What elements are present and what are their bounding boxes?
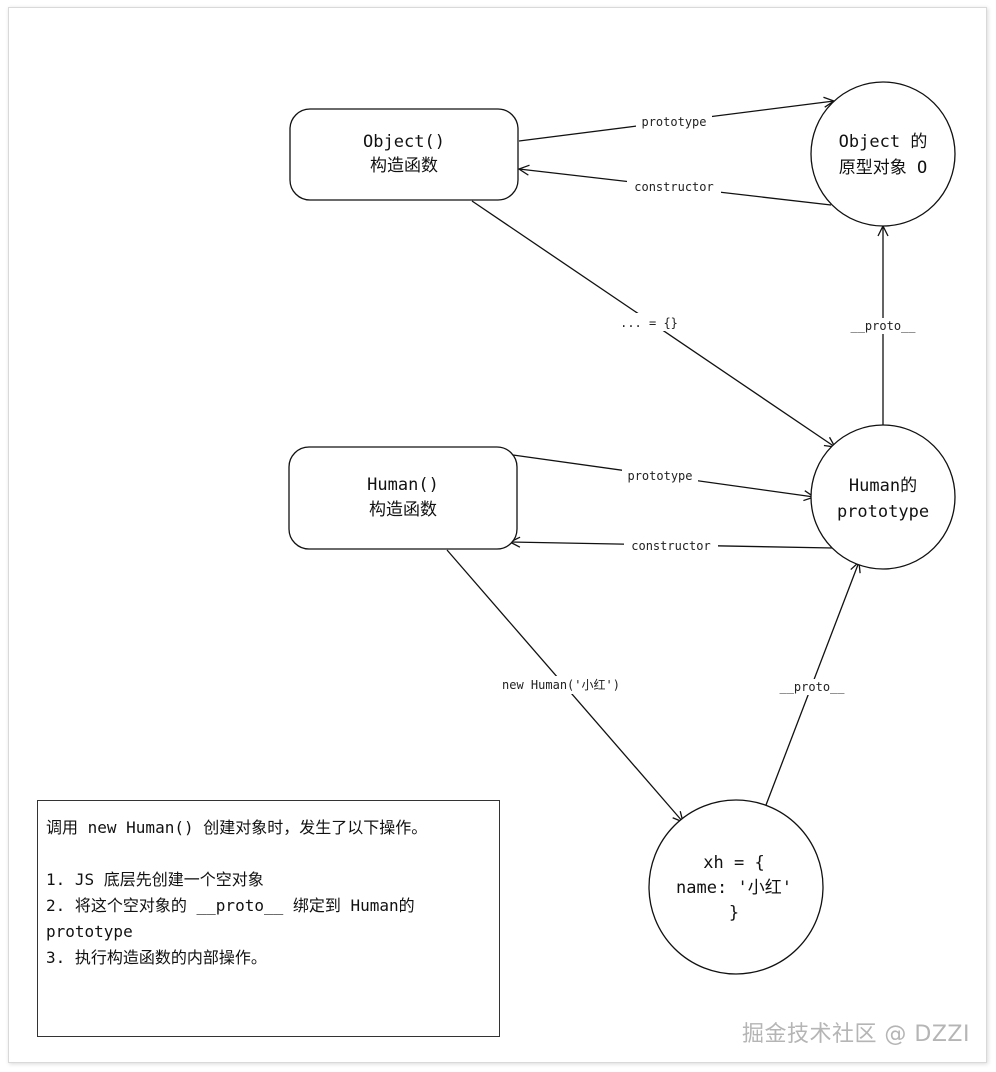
node-object-prototype-line2: 原型对象 O bbox=[839, 158, 927, 178]
note-step-1: 1. JS 底层先创建一个空对象 bbox=[46, 870, 264, 889]
note-step-3: 3. 执行构造函数的内部操作。 bbox=[46, 948, 267, 967]
node-object-constructor-line1: Object() bbox=[363, 132, 445, 152]
node-human-constructor: Human() 构造函数 bbox=[288, 446, 518, 550]
edge-label-human-constructor: constructor bbox=[631, 539, 710, 553]
watermark: 掘金技术社区 @ DZZI bbox=[741, 1022, 970, 1047]
edge-label-object-prototype: prototype bbox=[641, 115, 706, 129]
edge-new-human: new Human('小红') bbox=[446, 549, 683, 822]
node-object-prototype-line1: Object 的 bbox=[839, 132, 928, 152]
edge-human-constructor: constructor bbox=[510, 538, 834, 553]
node-human-prototype-line1: Human的 bbox=[849, 476, 917, 496]
node-object-prototype: Object 的 原型对象 O bbox=[810, 81, 956, 227]
node-human-constructor-line1: Human() bbox=[367, 475, 439, 495]
edge-object-literal: ... = {} bbox=[471, 200, 835, 447]
note-intro: 调用 new Human() 创建对象时，发生了以下操作。 bbox=[46, 818, 428, 837]
note-step-2: 2. 将这个空对象的 __proto__ 绑定到 Human的prototype bbox=[46, 896, 415, 941]
edge-label-xh-proto-link: __proto__ bbox=[779, 680, 845, 694]
edge-xh-proto-to-human-proto: __proto__ bbox=[765, 562, 859, 806]
node-xh-line1: xh = { bbox=[703, 853, 764, 873]
edge-label-new-human: new Human('小红') bbox=[502, 677, 620, 692]
edge-label-object-literal: ... = {} bbox=[620, 316, 678, 330]
node-object-constructor: Object() 构造函数 bbox=[289, 108, 519, 201]
edge-object-constructor: constructor bbox=[519, 169, 832, 206]
node-human-prototype-line2: prototype bbox=[837, 502, 929, 522]
edge-human-proto-to-object-proto: __proto__ bbox=[845, 226, 921, 426]
node-human-prototype: Human的 prototype bbox=[810, 424, 956, 570]
edge-label-human-prototype: prototype bbox=[627, 469, 692, 483]
node-xh-line3: } bbox=[729, 903, 739, 923]
node-human-constructor-line2: 构造函数 bbox=[369, 500, 437, 520]
edge-label-object-proto-link: __proto__ bbox=[850, 319, 916, 333]
node-xh-instance: xh = { name: '小红' } bbox=[648, 799, 824, 975]
edge-label-object-constructor: constructor bbox=[634, 180, 713, 194]
edge-object-prototype: prototype bbox=[518, 101, 834, 142]
explanation-note: 调用 new Human() 创建对象时，发生了以下操作。 1. JS 底层先创… bbox=[37, 800, 500, 1037]
edge-human-prototype: prototype bbox=[512, 454, 814, 497]
note-spacer bbox=[46, 841, 491, 867]
node-object-constructor-line2: 构造函数 bbox=[370, 156, 438, 176]
node-xh-line2: name: '小红' bbox=[676, 878, 792, 898]
